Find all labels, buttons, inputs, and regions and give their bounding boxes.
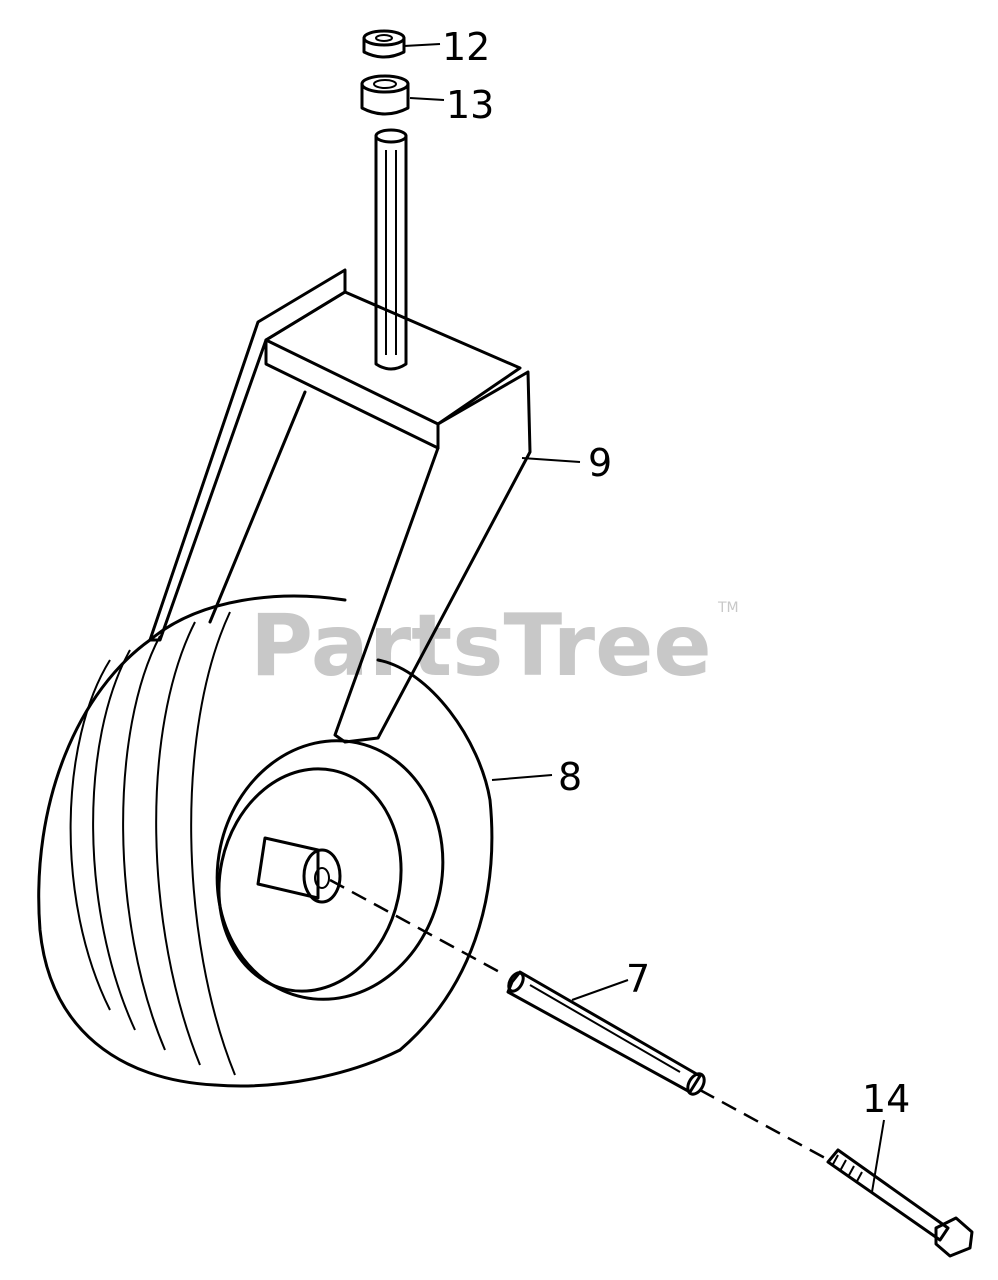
callout-14[interactable]: 14: [862, 1077, 910, 1121]
kingpin-shaft[interactable]: [374, 128, 408, 371]
callout-7[interactable]: 7: [626, 957, 650, 1001]
part-14-bolt[interactable]: [826, 1148, 974, 1258]
callout-8[interactable]: 8: [558, 755, 582, 799]
part-13-bushing[interactable]: [360, 74, 410, 116]
leader-lines: [403, 43, 885, 1193]
watermark-tm: TM: [717, 600, 739, 616]
callout-labels: 12 13 9 8 7 14: [442, 25, 910, 1121]
watermark: PartsTree TM: [250, 596, 739, 696]
part-8-wheel[interactable]: [37, 594, 494, 1088]
part-7-spacer[interactable]: [506, 970, 708, 1097]
axle-centerline-upper: [329, 878, 506, 977]
callout-9[interactable]: 9: [588, 441, 612, 485]
part-12-nut[interactable]: [362, 29, 406, 59]
watermark-text: PartsTree: [250, 596, 712, 696]
callout-13[interactable]: 13: [446, 83, 494, 127]
callout-12[interactable]: 12: [442, 25, 490, 69]
axle-centerline-lower: [699, 1088, 826, 1160]
